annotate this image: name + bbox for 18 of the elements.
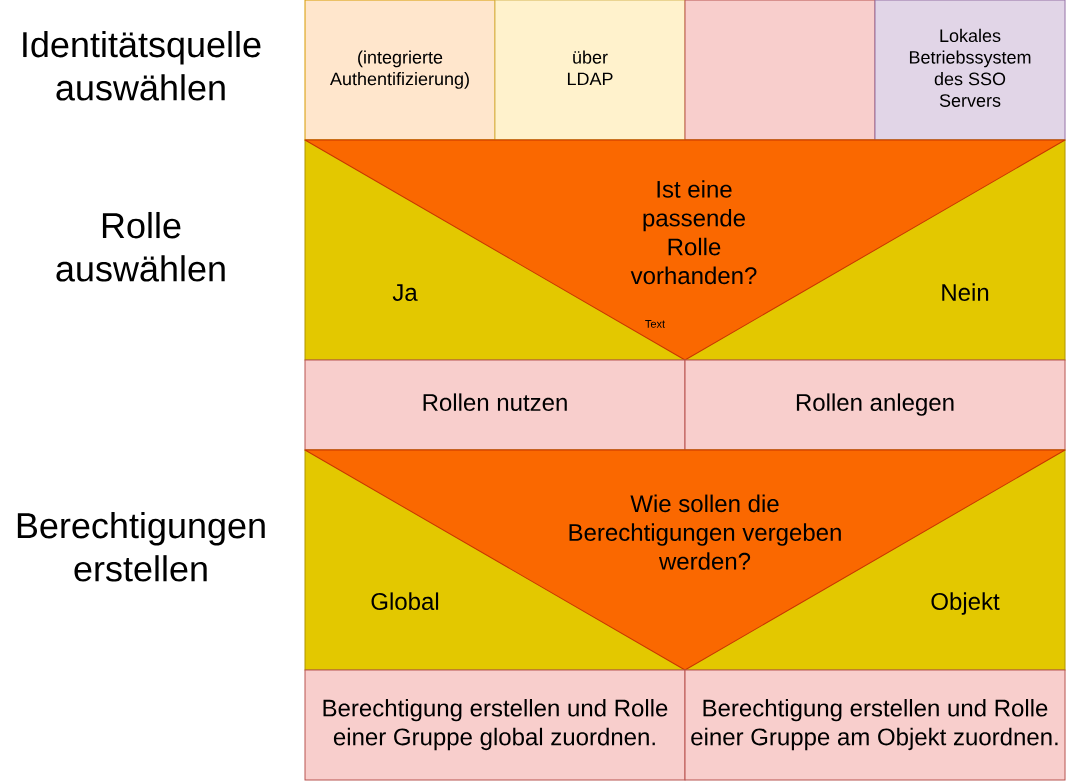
answer-label: Objekt bbox=[931, 592, 1000, 615]
option-box: Lokales Betriebssystem des SSO Servers bbox=[874, 0, 1066, 141]
answer-label: Nein bbox=[942, 283, 989, 301]
step-label: Berechtigungen erstellen bbox=[17, 511, 265, 582]
answer-label: Global bbox=[371, 592, 439, 610]
result-box: Berechtigung erstellen und Rolle einer Gruppe global zuordnen. bbox=[304, 669, 686, 781]
answer-label: Ja bbox=[392, 284, 418, 301]
step-label: Identitätsquelle auswählen bbox=[23, 30, 261, 101]
result-box: Berechtigung erstellen und Rolle einer Gruppe am Objekt zuordnen. bbox=[684, 669, 1066, 781]
step-label: Rolle auswählen bbox=[56, 211, 225, 282]
option-box: über LDAP bbox=[494, 0, 686, 141]
result-box: Rollen anlegen bbox=[684, 359, 1066, 451]
result-box: Rollen nutzen bbox=[304, 359, 686, 451]
question-text: Ist eine passende Rolle vorhanden? bbox=[630, 180, 757, 285]
option-box bbox=[684, 0, 876, 141]
question-text: Wie sollen die Berechtigungen vergeben werden? bbox=[569, 494, 841, 570]
option-box: (integrierte Authentifizierung) bbox=[304, 0, 496, 141]
placeholder-text: Text bbox=[645, 320, 666, 328]
